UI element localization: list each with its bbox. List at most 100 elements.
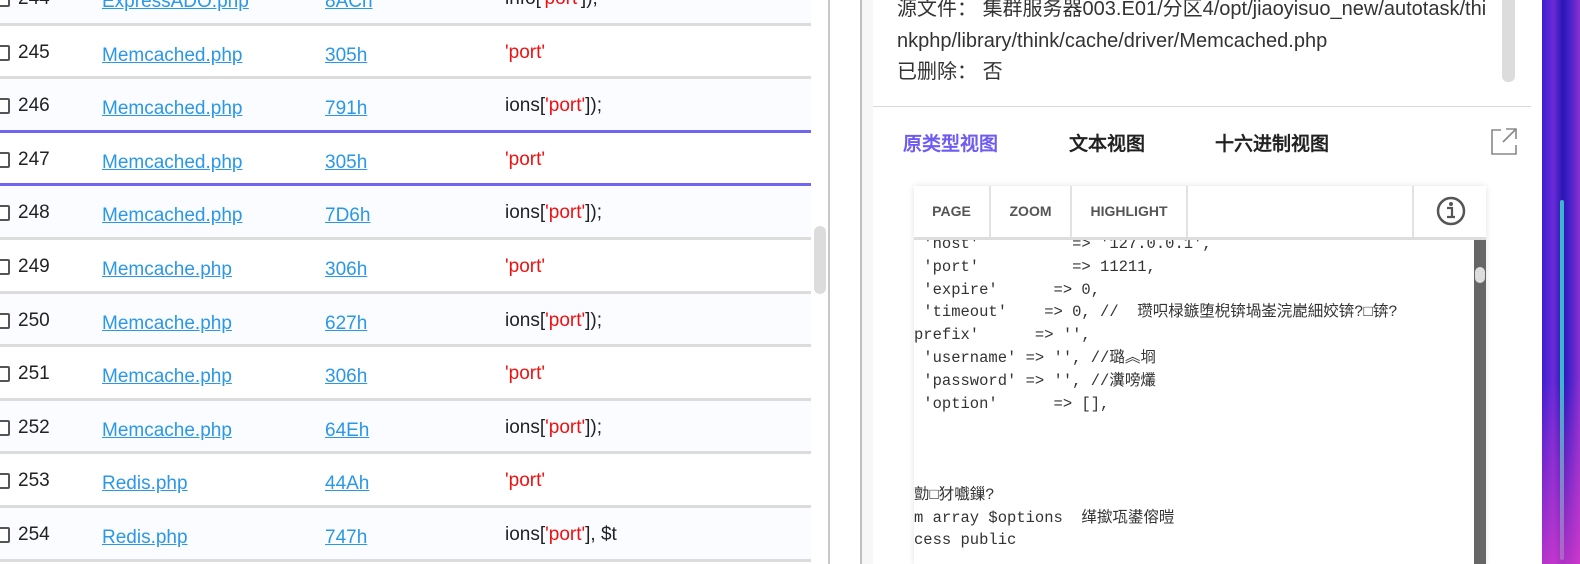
row-checkbox[interactable]: [0, 0, 10, 7]
file-info: 源文件： 集群服务器003.E01/分区4/opt/jiaoyisuo_new/…: [897, 0, 1497, 107]
offset-link[interactable]: 64Eh: [325, 419, 370, 441]
result-row[interactable]: 246 Memcached.php 791h ions['port']);: [0, 79, 811, 133]
row-checkbox[interactable]: [0, 419, 10, 436]
result-row[interactable]: 254 Redis.php 747h ions['port'], $t: [0, 507, 811, 562]
match-keyword: 'port': [545, 95, 586, 117]
row-number: 248: [18, 202, 50, 224]
result-row[interactable]: 248 Memcached.php 7D6h ions['port']);: [0, 186, 811, 240]
results-scrollbar[interactable]: [814, 226, 826, 294]
file-link[interactable]: Memcached.php: [102, 205, 243, 227]
panel-divider: [830, 0, 874, 564]
info-scrollbar[interactable]: [1502, 0, 1515, 82]
file-link[interactable]: Memcache.php: [102, 366, 232, 388]
file-link[interactable]: Memcache.php: [102, 312, 232, 334]
match-preview: ions['port']);: [505, 417, 602, 439]
document-viewer: PAGE ZOOM HIGHLIGHT 'host' => '127.0.0.1…: [914, 186, 1486, 564]
result-row[interactable]: 250 Memcache.php 627h ions['port']);: [0, 293, 811, 348]
row-checkbox[interactable]: [0, 151, 10, 168]
tab-original-view[interactable]: 原类型视图: [903, 134, 999, 155]
match-keyword: 'port': [545, 202, 586, 224]
row-number: 247: [18, 148, 50, 170]
info-circle-icon: [1436, 196, 1466, 226]
splitter-handle[interactable]: [860, 0, 874, 564]
preview-before: info[: [505, 0, 541, 9]
result-row[interactable]: 253 Redis.php 44Ah 'port': [0, 454, 811, 508]
preview-after: ], $t: [585, 523, 617, 545]
viewer-scrollbar[interactable]: [1474, 240, 1486, 564]
scroll-thumb[interactable]: [1475, 267, 1485, 283]
deleted-value: 否: [982, 61, 1003, 83]
result-row[interactable]: 245 Memcached.php 305h 'port': [0, 26, 811, 80]
row-number: 251: [18, 363, 50, 385]
file-link[interactable]: Memcached.php: [102, 98, 243, 120]
row-checkbox[interactable]: [0, 366, 10, 383]
deleted-label: 已删除：: [897, 61, 977, 83]
match-keyword: 'port': [545, 309, 586, 331]
viewer-toolbar: PAGE ZOOM HIGHLIGHT: [914, 186, 1486, 240]
match-preview: 'port': [505, 470, 545, 492]
file-link[interactable]: Redis.php: [102, 473, 188, 495]
preview-after: ]);: [585, 202, 603, 224]
result-row[interactable]: 249 Memcache.php 306h 'port': [0, 240, 811, 294]
preview-after: ]);: [585, 95, 603, 117]
offset-link[interactable]: 306h: [325, 366, 368, 388]
result-row[interactable]: 251 Memcache.php 306h 'port': [0, 347, 811, 401]
match-preview: info['port']);: [505, 0, 598, 10]
row-checkbox[interactable]: [0, 526, 10, 543]
file-link[interactable]: ExpressADO.php: [102, 0, 249, 12]
offset-link[interactable]: 747h: [325, 526, 368, 548]
row-checkbox[interactable]: [0, 258, 10, 275]
tab-text-view[interactable]: 文本视图: [1069, 134, 1146, 155]
row-number: 246: [18, 95, 50, 117]
offset-link[interactable]: 791h: [325, 98, 368, 120]
results-list: 244 ExpressADO.php 8ACh info['port']); 2…: [0, 0, 811, 562]
file-link[interactable]: Memcached.php: [102, 151, 243, 173]
deleted-line: 已删除： 否: [897, 57, 1497, 89]
result-row[interactable]: 244 ExpressADO.php 8ACh info['port']);: [0, 0, 811, 26]
offset-link[interactable]: 305h: [325, 151, 368, 173]
external-link-icon[interactable]: [1489, 126, 1519, 156]
row-number: 250: [18, 309, 50, 331]
offset-link[interactable]: 7D6h: [325, 205, 371, 227]
offset-link[interactable]: 306h: [325, 258, 368, 280]
result-row[interactable]: 247 Memcached.php 305h 'port': [0, 133, 811, 187]
info-button[interactable]: [1412, 186, 1486, 237]
match-keyword: 'port': [545, 523, 586, 545]
code-line: 'username' => '', //璐︽埛: [914, 348, 1156, 367]
code-content: 'host' => '127.0.0.1', 'port' => 11211, …: [914, 240, 1474, 564]
file-link[interactable]: Redis.php: [102, 526, 188, 548]
match-preview: 'port': [505, 42, 545, 64]
offset-link[interactable]: 44Ah: [325, 473, 370, 495]
row-number: 253: [18, 470, 50, 492]
match-keyword: 'port': [545, 416, 586, 438]
row-checkbox[interactable]: [0, 205, 10, 222]
row-checkbox[interactable]: [0, 98, 10, 115]
source-path: 集群服务器003.E01/分区4/opt/jiaoyisuo_new/autot…: [897, 0, 1487, 52]
highlight-button[interactable]: HIGHLIGHT: [1072, 186, 1188, 237]
zoom-button[interactable]: ZOOM: [991, 186, 1072, 237]
preview-after: ]);: [581, 0, 598, 9]
offset-link[interactable]: 8ACh: [325, 0, 373, 12]
search-results-panel: 244 ExpressADO.php 8ACh info['port']); 2…: [0, 0, 830, 564]
preview-after: ]);: [585, 416, 603, 438]
preview-before: ions[: [505, 416, 546, 438]
match-preview: ions['port']);: [505, 310, 602, 332]
match-preview: ions['port'], $t: [505, 524, 617, 546]
code-line: 'port' => 11211,: [914, 257, 1156, 276]
tab-hex-view[interactable]: 十六进制视图: [1215, 134, 1330, 155]
offset-link[interactable]: 627h: [325, 312, 368, 334]
match-keyword: 'port': [505, 41, 545, 63]
result-row[interactable]: 252 Memcache.php 64Eh ions['port']);: [0, 400, 811, 455]
offset-link[interactable]: 305h: [325, 44, 368, 66]
page-button[interactable]: PAGE: [914, 186, 991, 237]
match-preview: 'port': [505, 256, 545, 278]
file-link[interactable]: Memcached.php: [102, 44, 243, 66]
file-link[interactable]: Memcache.php: [102, 258, 232, 280]
row-checkbox[interactable]: [0, 473, 10, 490]
row-checkbox[interactable]: [0, 44, 10, 61]
source-file-line: 源文件： 集群服务器003.E01/分区4/opt/jiaoyisuo_new/…: [897, 0, 1497, 57]
code-line: cess public: [914, 531, 1017, 550]
row-checkbox[interactable]: [0, 312, 10, 329]
row-number: 254: [18, 523, 50, 545]
file-link[interactable]: Memcache.php: [102, 419, 232, 441]
